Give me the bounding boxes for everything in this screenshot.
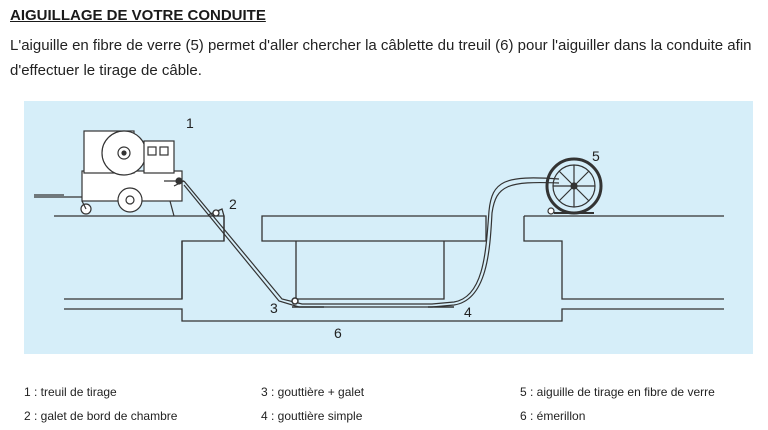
conduit-diagram: 1 2 3 4 5 6 (24, 101, 753, 354)
callout-6: 6 (334, 325, 342, 341)
callout-1: 1 (186, 115, 194, 131)
winch-1 (34, 130, 185, 217)
callout-3: 3 (270, 300, 278, 316)
legend-item-6: 6 : émerillon (520, 409, 586, 423)
page-title: AIGUILLAGE DE VOTRE CONDUITE (10, 7, 266, 24)
callout-2: 2 (229, 196, 237, 212)
legend-item-4: 4 : gouttière simple (261, 409, 363, 423)
ground-profile (54, 215, 724, 322)
page-description: L'aiguille en fibre de verre (5) permet … (10, 37, 752, 79)
edge-pulley-2 (207, 208, 225, 217)
callout-4: 4 (464, 304, 472, 320)
callout-5: 5 (592, 148, 600, 164)
legend-item-3: 3 : gouttière + galet (261, 385, 365, 399)
legend-item-5: 5 : aiguille de tirage en fibre de verre (520, 385, 715, 399)
cable-path (183, 177, 560, 308)
legend-item-1: 1 : treuil de tirage (24, 385, 117, 399)
gutter-3 (291, 297, 324, 308)
reel-5 (545, 157, 603, 215)
legend-item-2: 2 : galet de bord de chambre (24, 409, 178, 423)
